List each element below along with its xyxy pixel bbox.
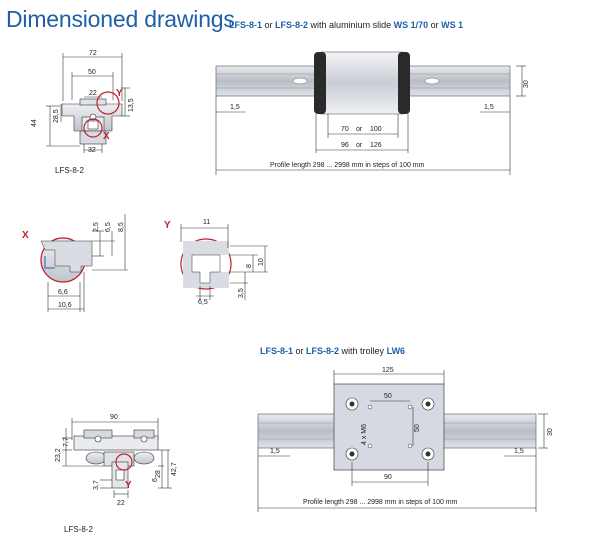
- dim-30-bottom: 30: [547, 428, 554, 436]
- dim-22-bottom: 22: [117, 500, 125, 507]
- caption-text: or: [428, 20, 442, 30]
- marker-y-top: Y: [116, 88, 123, 99]
- caption-code: WS 1: [441, 20, 464, 30]
- caption-code: WS 1/70: [393, 20, 429, 30]
- dim-or-b: or: [356, 142, 363, 149]
- dim-72: 72: [89, 50, 97, 57]
- dim-1-5-left-bottom: 1,5: [270, 448, 280, 455]
- caption-code: LFS-8-2: [306, 346, 340, 356]
- dim-10: 10: [258, 258, 265, 266]
- detail-circle-x: [83, 118, 103, 138]
- dim-11: 11: [203, 219, 210, 226]
- dim-44: 44: [31, 119, 38, 127]
- dim-6: 6: [152, 478, 159, 482]
- dim-96: 96: [341, 142, 349, 149]
- caption-code: LW6: [386, 346, 406, 356]
- dim-1-5-left-top: 1,5: [230, 104, 240, 111]
- dim-6-5-x: 6,5: [105, 222, 112, 232]
- section-view-bottom: [62, 418, 172, 498]
- dim-6-6: 6,6: [58, 289, 68, 296]
- detail-x: [40, 214, 128, 312]
- marker-y-bottom: Y: [125, 480, 132, 491]
- dim-22: 22: [89, 90, 97, 97]
- dim-2-5: 2,5: [93, 222, 100, 232]
- dim-90-bottom-section: 90: [110, 414, 118, 421]
- dim-3-5: 3,5: [238, 288, 245, 298]
- caption-trolley: LFS-8-1 or LFS-8-2 with trolley LW6: [260, 346, 405, 356]
- section-view-top: [46, 53, 130, 153]
- dim-8-5: 8,5: [118, 222, 125, 232]
- dim-23-2: 23,2: [55, 448, 62, 462]
- dim-10-6: 10,6: [58, 302, 72, 309]
- detail-circle-y: [96, 91, 120, 115]
- caption-text: or: [262, 20, 276, 30]
- caption-text: with aluminium slide: [308, 20, 394, 30]
- dim-1-5-right-bottom: 1,5: [514, 448, 524, 455]
- dim-42-7: 42,7: [171, 462, 178, 476]
- bolt-spec: 4 x M6: [361, 424, 368, 445]
- dim-90-trolley: 90: [384, 474, 392, 481]
- dim-50-vertical: 50: [414, 424, 421, 432]
- page-title: Dimensioned drawings: [6, 6, 235, 32]
- dim-30-top: 30: [523, 80, 530, 88]
- dim-70: 70: [341, 126, 349, 133]
- dim-13-5: 13,5: [128, 98, 135, 112]
- dim-125: 125: [382, 367, 394, 374]
- caption-code: LFS-8-2: [275, 20, 309, 30]
- elevation-trolley: [257, 370, 548, 512]
- dim-50-horizontal: 50: [384, 393, 392, 400]
- detail-y: [180, 224, 268, 300]
- dim-3-7: 3,7: [93, 480, 100, 490]
- dim-28: 28: [155, 470, 162, 478]
- dim-126: 126: [370, 142, 382, 149]
- elevation-aluminium-slide: [215, 51, 526, 175]
- dim-50: 50: [88, 69, 96, 76]
- marker-x-top: X: [103, 131, 110, 142]
- profile-length-top: Profile length 298 ... 2998 mm in steps …: [270, 162, 425, 169]
- caption-text: with trolley: [339, 346, 387, 356]
- dim-or-a: or: [356, 126, 363, 133]
- profile-length-bottom: Profile length 298 ... 2998 mm in steps …: [303, 499, 458, 506]
- caption-code: LFS-8-1: [229, 20, 263, 30]
- dim-28-5: 28,5: [53, 109, 60, 123]
- dim-100: 100: [370, 126, 382, 133]
- caption-aluminium-slide: LFS-8-1 or LFS-8-2 with aluminium slide …: [229, 20, 463, 30]
- detail-circle-y-bottom: [115, 453, 133, 471]
- caption-text: or: [293, 346, 307, 356]
- dim-8: 8: [246, 264, 253, 268]
- caption-code: LFS-8-1: [260, 346, 294, 356]
- dim-32: 32: [88, 147, 96, 154]
- marker-x-detail: X: [22, 230, 29, 241]
- dim-1-5-right-top: 1,5: [484, 104, 494, 111]
- dim-7-7: 7,7: [63, 437, 70, 447]
- section-label-bottom: LFS-8-2: [64, 525, 93, 534]
- dim-6-5-y: 6,5: [198, 299, 208, 306]
- marker-y-detail: Y: [164, 220, 171, 231]
- section-label-top: LFS-8-2: [55, 166, 84, 175]
